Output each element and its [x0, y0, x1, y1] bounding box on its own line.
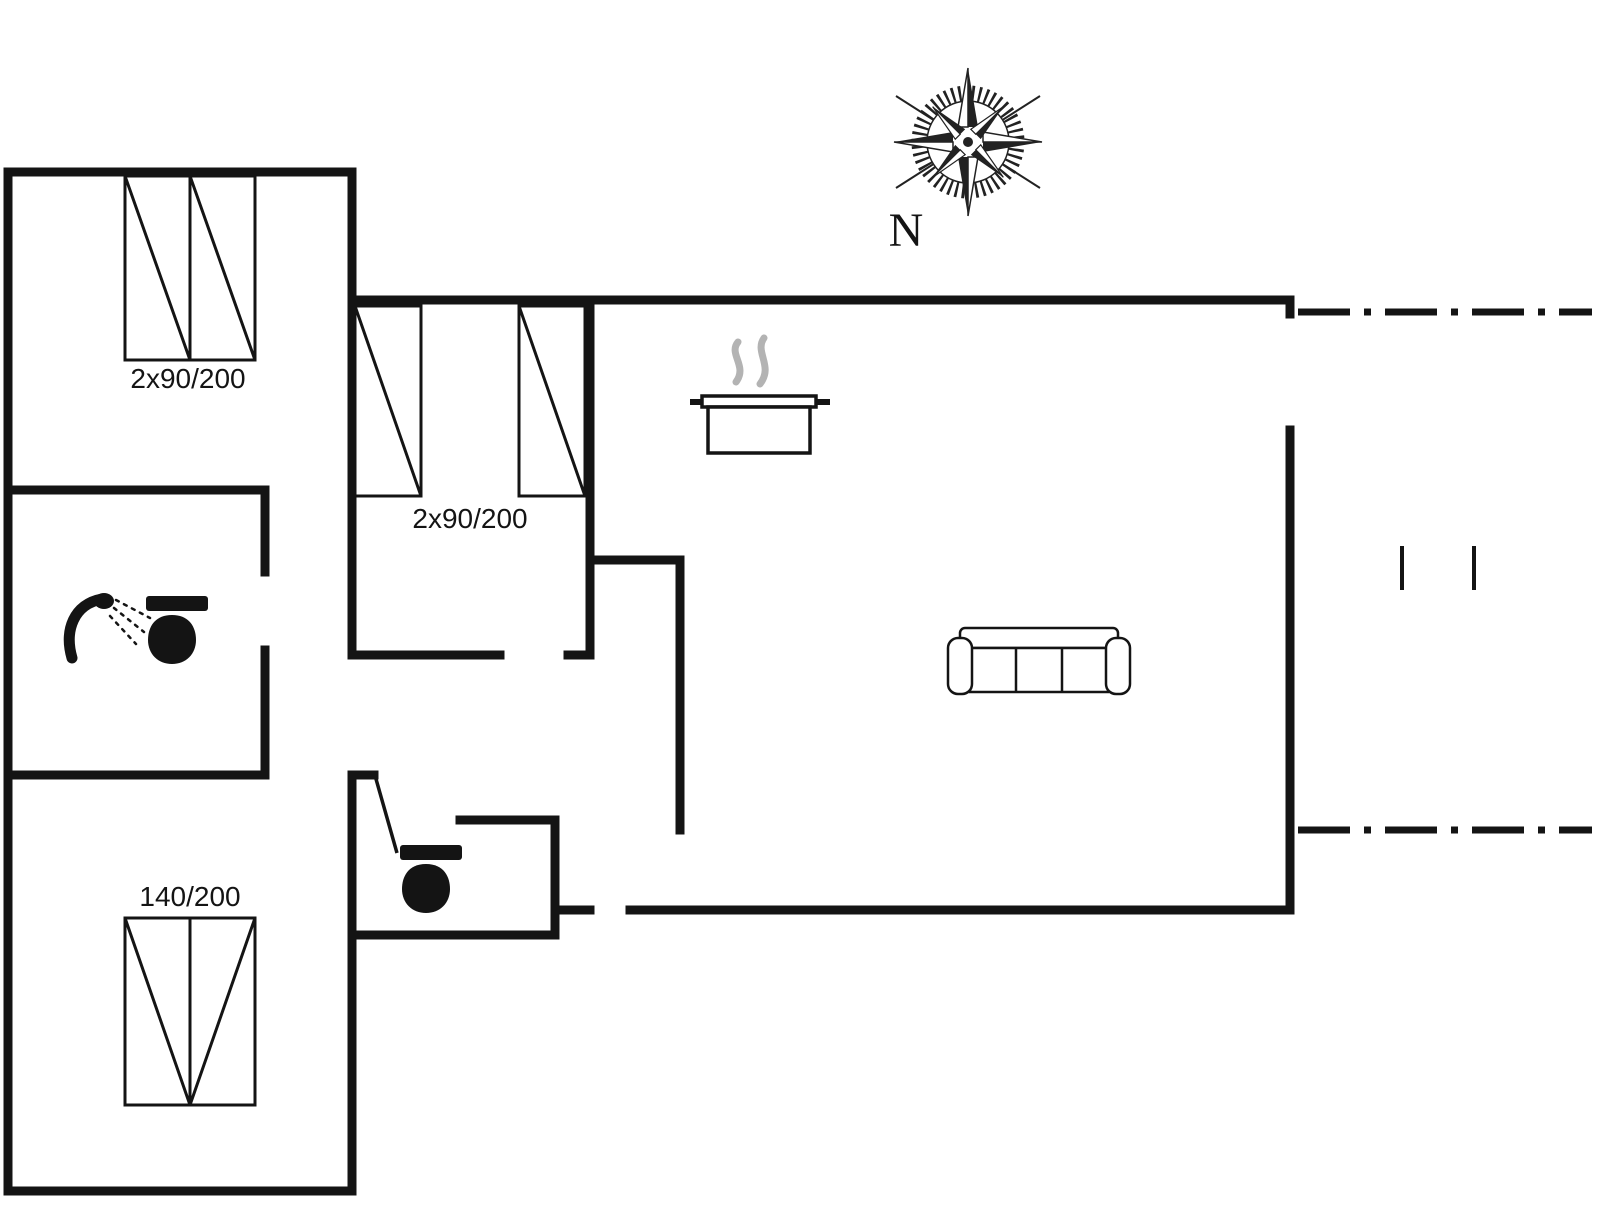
shower-icon [63, 593, 152, 664]
toilet-icon [400, 845, 462, 913]
stove-pot-icon [690, 334, 830, 455]
double-bed-top-left [123, 174, 257, 362]
sofa-icon [946, 626, 1132, 696]
single-beds-middle [353, 304, 587, 498]
compass-rose [893, 67, 1043, 217]
bed-label-middle: 2x90/200 [412, 503, 527, 534]
door-leaf [374, 778, 399, 854]
double-bed-bottom-left [123, 916, 257, 1107]
wall-segments [3, 167, 1295, 1196]
beds [123, 174, 587, 1107]
compass-points [893, 67, 1043, 217]
compass-north-label: N [889, 204, 924, 257]
bed-label-top-left: 2x90/200 [130, 363, 245, 394]
steam-icon [731, 334, 769, 388]
walls [3, 167, 1295, 1196]
bed-labels: 2x90/200 2x90/200 140/200 [130, 363, 527, 912]
toilet-icon [146, 596, 208, 664]
terrace-marker [1400, 546, 1476, 590]
bed-label-bottom-left: 140/200 [139, 881, 240, 912]
terrace-boundary [1298, 308, 1592, 834]
compass-center [963, 137, 973, 147]
